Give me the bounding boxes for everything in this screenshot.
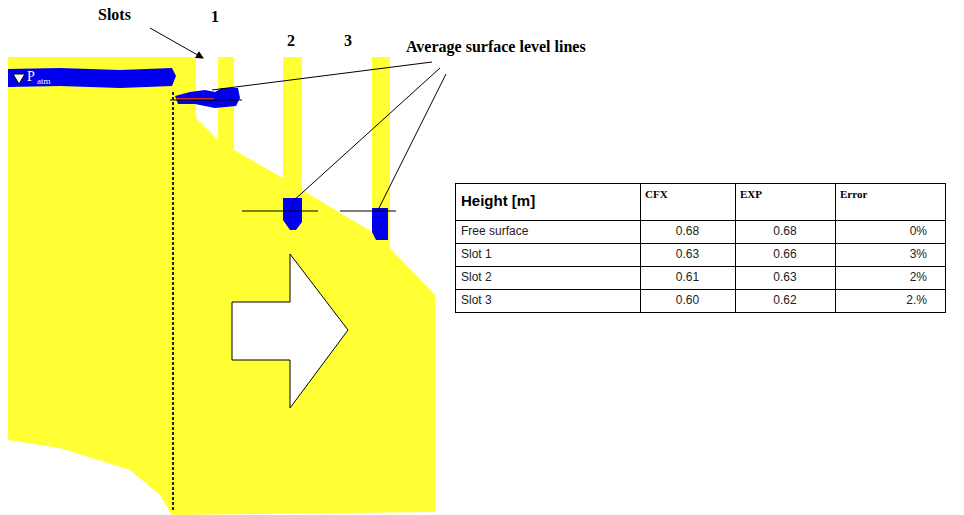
table-cell: Slot 2: [461, 271, 492, 284]
table-cell: 0.63: [773, 271, 796, 284]
pressure-label: P: [27, 69, 35, 84]
slot-number: 3: [344, 32, 352, 50]
table-cell: 0.63: [676, 248, 699, 261]
leader-lines: [212, 62, 446, 210]
pressure-subscript: atm: [37, 77, 51, 87]
average-level-lines: [170, 100, 396, 211]
table-header: Error: [840, 188, 867, 200]
fluid-domain: [8, 57, 435, 515]
water-band: [8, 68, 176, 88]
measuring-ruler: [172, 92, 174, 512]
table-header: Height [m]: [461, 193, 535, 210]
table-cell: 0.68: [676, 225, 699, 238]
table-cell: 2.%: [906, 294, 927, 307]
surface-symbol: [13, 74, 25, 84]
table-header: EXP: [740, 188, 762, 200]
slots-pointer: [150, 28, 203, 58]
table-cell: 0%: [910, 225, 927, 238]
table-cell: 0.68: [773, 225, 796, 238]
water-slot1: [175, 88, 240, 108]
water-slot3: [372, 208, 388, 240]
table-header: CFX: [645, 188, 668, 200]
slot-number: 1: [211, 8, 219, 26]
flow-arrow: [232, 254, 348, 408]
callout-label: Average surface level lines: [406, 38, 586, 56]
table-cell: 0.62: [773, 294, 796, 307]
table-cell: 0.61: [676, 271, 699, 284]
table-cell: 0.66: [773, 248, 796, 261]
table-cell: Free surface: [461, 225, 528, 238]
table-grid: [455, 183, 946, 313]
slots-label: Slots: [98, 6, 131, 24]
table-cell: 2%: [910, 271, 927, 284]
table-cell: 3%: [910, 248, 927, 261]
table-cell: Slot 3: [461, 294, 492, 307]
table-cell: 0.60: [676, 294, 699, 307]
slot-number: 2: [287, 32, 295, 50]
table-cell: Slot 1: [461, 248, 492, 261]
water-slot2: [283, 198, 302, 230]
